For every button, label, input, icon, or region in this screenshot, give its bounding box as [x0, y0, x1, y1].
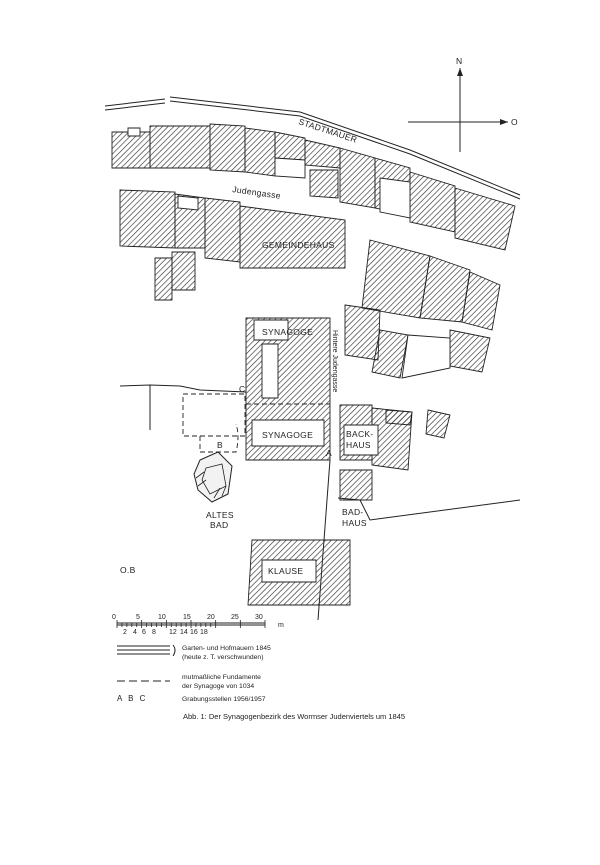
legend-digs-letters: A B C	[117, 694, 148, 703]
scale-tick-15: 15	[183, 614, 191, 621]
north-row-buildings	[111, 123, 516, 251]
legend-walls-text: Garten- und Hofmauern 1845 (heute z. T. …	[182, 644, 271, 662]
gemeindehaus-block	[119, 189, 346, 301]
scale-tick-0: 0	[112, 614, 116, 621]
legend-walls-line1: Garten- und Hofmauern 1845	[182, 645, 271, 652]
altes-bad-label-2: BAD	[210, 520, 228, 530]
scale-minor-16: 16	[190, 629, 198, 636]
foundation-dashed-outline	[182, 393, 330, 453]
scale-tick-30: 30	[255, 614, 263, 621]
compass-east-label: O	[511, 117, 518, 127]
scale-tick-5: 5	[136, 614, 140, 621]
scale-tick-25: 25	[231, 614, 239, 621]
legend-wall-symbol	[117, 644, 176, 657]
legend-walls-line2: (heute z. T. verschwunden)	[182, 654, 264, 661]
compass: N O	[408, 56, 518, 152]
altes-bad-label-1: ALTES	[206, 510, 234, 520]
excavation-point-c: C	[239, 384, 245, 394]
badhaus-label-1: BAD-	[342, 507, 364, 517]
map-signature: O.B	[120, 565, 136, 575]
excavation-point-b: B	[217, 440, 223, 450]
compass-north-label: N	[456, 56, 462, 66]
scale-minor-2: 2	[123, 629, 127, 636]
legend-foundations-line1: mutmaßliche Fundamente	[182, 674, 261, 681]
city-wall	[104, 96, 521, 200]
scale-minor-4: 4	[133, 629, 137, 636]
legend-digs-text: Grabungsstellen 1956/1957	[182, 696, 266, 703]
compass-east-arrow	[500, 119, 508, 125]
klause-label: KLAUSE	[268, 566, 303, 576]
scale-tick-10: 10	[158, 614, 166, 621]
backhaus-label-1: BACK-	[346, 429, 373, 439]
hintere-judengasse-label: Hintere Judengasse	[331, 330, 338, 392]
scale-minor-18: 18	[200, 629, 208, 636]
scale-tick-20: 20	[207, 614, 215, 621]
compass-north-arrow	[457, 68, 463, 76]
legend-foundations-line2: der Synagoge von 1034	[182, 683, 255, 690]
scale-minor-12: 12	[169, 629, 177, 636]
east-block	[344, 239, 501, 379]
backhaus-block	[339, 404, 451, 501]
scale-minor-14: 14	[180, 629, 188, 636]
scale-unit: m	[278, 622, 284, 629]
legend-foundations-text: mutmaßliche Fundamente der Synagoge von …	[182, 673, 261, 691]
klause-building	[247, 539, 351, 606]
scale-bar	[116, 620, 266, 628]
synagogue-complex	[245, 317, 331, 461]
scale-minor-6: 6	[142, 629, 146, 636]
synagoge-label: SYNAGOGE	[262, 430, 313, 440]
scale-minor-8: 8	[152, 629, 156, 636]
gemeindehaus-label: GEMEINDEHAUS	[262, 240, 335, 250]
old-bath-drawing	[193, 451, 233, 503]
badhaus-label-2: HAUS	[342, 518, 367, 528]
judengasse-label: Judengasse	[232, 184, 282, 201]
synagoge-north-label: SYNAGOGE	[262, 327, 313, 337]
figure-caption: Abb. 1: Der Synagogenbezirk des Wormser …	[183, 712, 406, 721]
excavation-point-a: A	[326, 448, 332, 458]
backhaus-label-2: HAUS	[346, 440, 371, 450]
